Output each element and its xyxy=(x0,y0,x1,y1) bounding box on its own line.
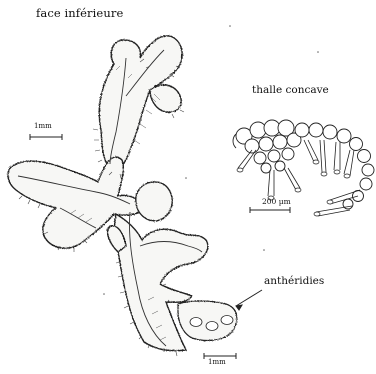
rhizoid-tips xyxy=(237,160,350,216)
scale-bar-cross-section xyxy=(250,207,290,213)
scale-label-left: 1mm xyxy=(34,122,52,130)
label-antheridia: anthéridies xyxy=(264,275,324,287)
scale-label-bottom: 1mm xyxy=(208,358,226,366)
cross-section xyxy=(233,120,374,209)
label-concave-thallus: thalle concave xyxy=(252,84,329,96)
figure-title: face inférieure xyxy=(36,6,123,20)
scale-bar-left xyxy=(30,134,62,140)
antheridia-arrow xyxy=(236,290,262,310)
scale-label-cross-section: 200 µm xyxy=(262,197,291,206)
